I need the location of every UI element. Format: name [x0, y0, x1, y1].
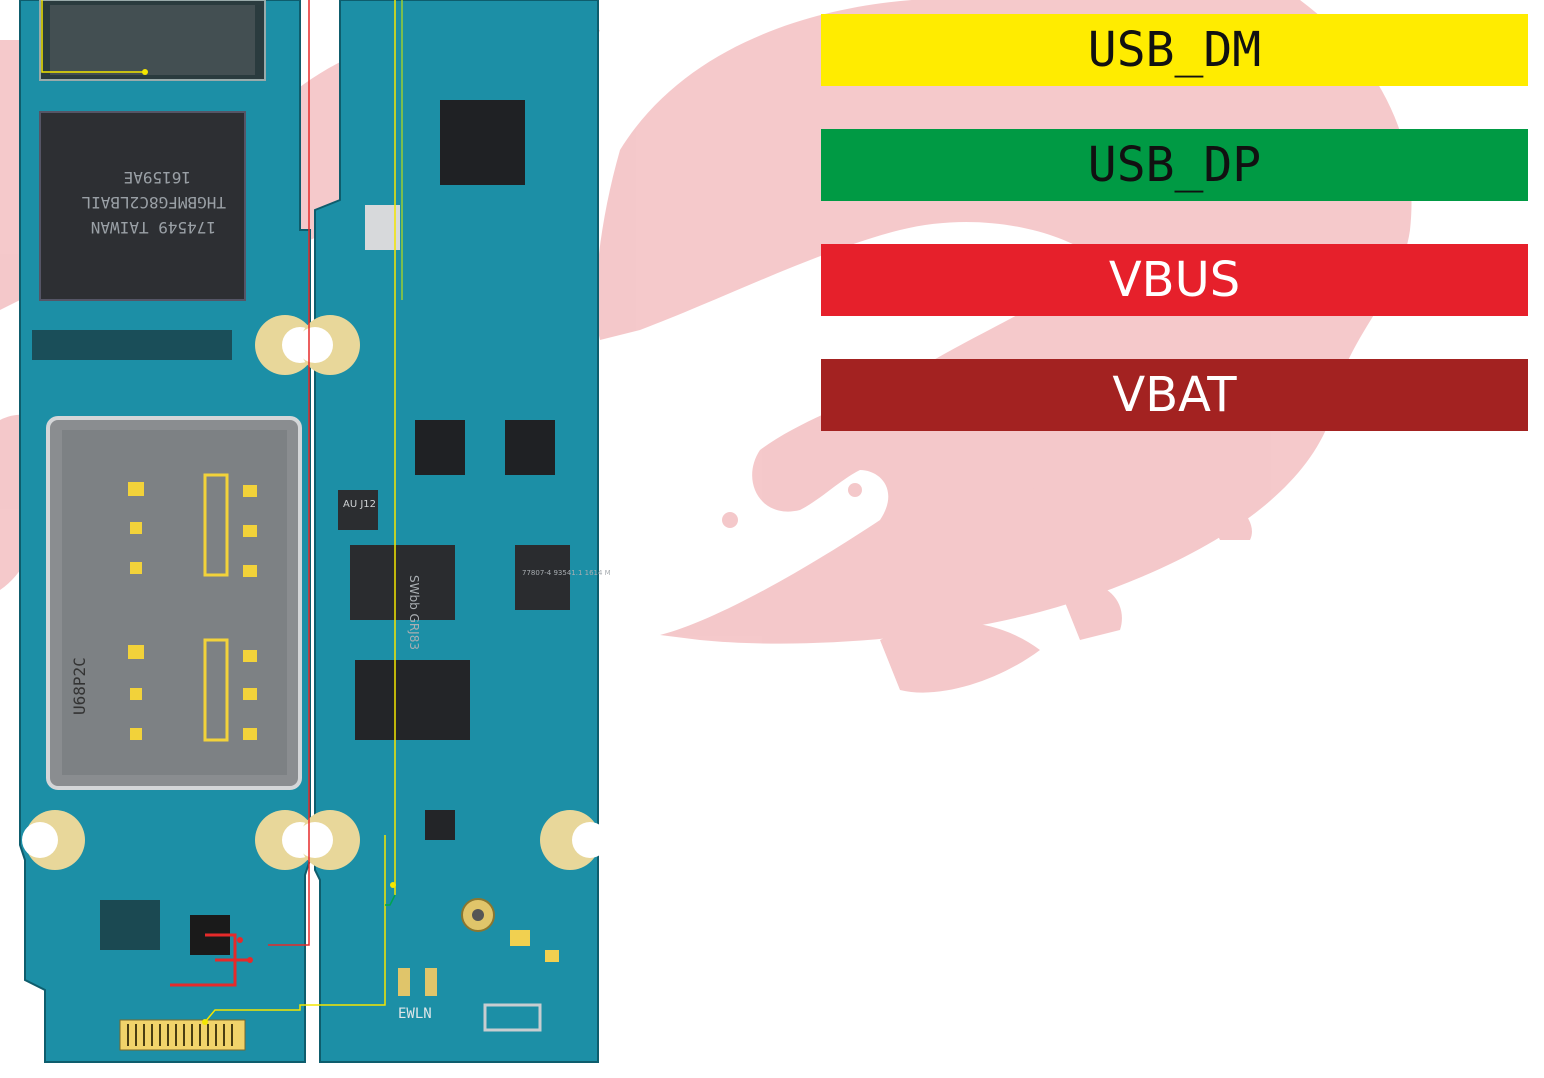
legend-label: VBAT — [1112, 367, 1237, 423]
ic-chip — [440, 100, 525, 185]
legend-label: USB_DP — [1087, 137, 1262, 193]
chip-label: EWLN — [398, 1006, 432, 1022]
trace-lines — [41, 0, 403, 1023]
chip-label: SWbb GRJ83 — [407, 575, 421, 650]
chip-label: AU J12 — [343, 499, 376, 510]
chip-label: THGBMFG8C2LBAIL — [82, 193, 227, 212]
fpc-connector — [119, 1019, 246, 1051]
right-board: AU J12 SWbb GRJ83 77807-4 93541.1 1614 M… — [297, 0, 610, 1063]
chip-label: 174549 TAIWAN — [91, 218, 216, 237]
chip-label: 16159AE — [124, 168, 191, 187]
memory-chip — [39, 111, 246, 301]
chip-label: 77807-4 93541.1 1614 M2 — [522, 569, 610, 577]
legend-label: USB_DM — [1087, 22, 1262, 78]
legend-label: VBUS — [1108, 252, 1241, 308]
pcb-board: 174549 TAIWAN THGBMFG8C2LBAIL 16159AE U6… — [19, 0, 610, 1063]
legend-vbat: VBAT — [821, 359, 1528, 431]
legend-usb-dm: USB_DM — [821, 14, 1528, 86]
legend-usb-dp: USB_DP — [821, 129, 1528, 201]
ic-chip — [350, 545, 455, 620]
ic-chip — [355, 660, 470, 740]
left-board: 174549 TAIWAN THGBMFG8C2LBAIL 16159AE U6… — [19, 0, 318, 1063]
legend-vbus: VBUS — [821, 244, 1528, 316]
chip-label: U68P2C — [70, 657, 89, 715]
